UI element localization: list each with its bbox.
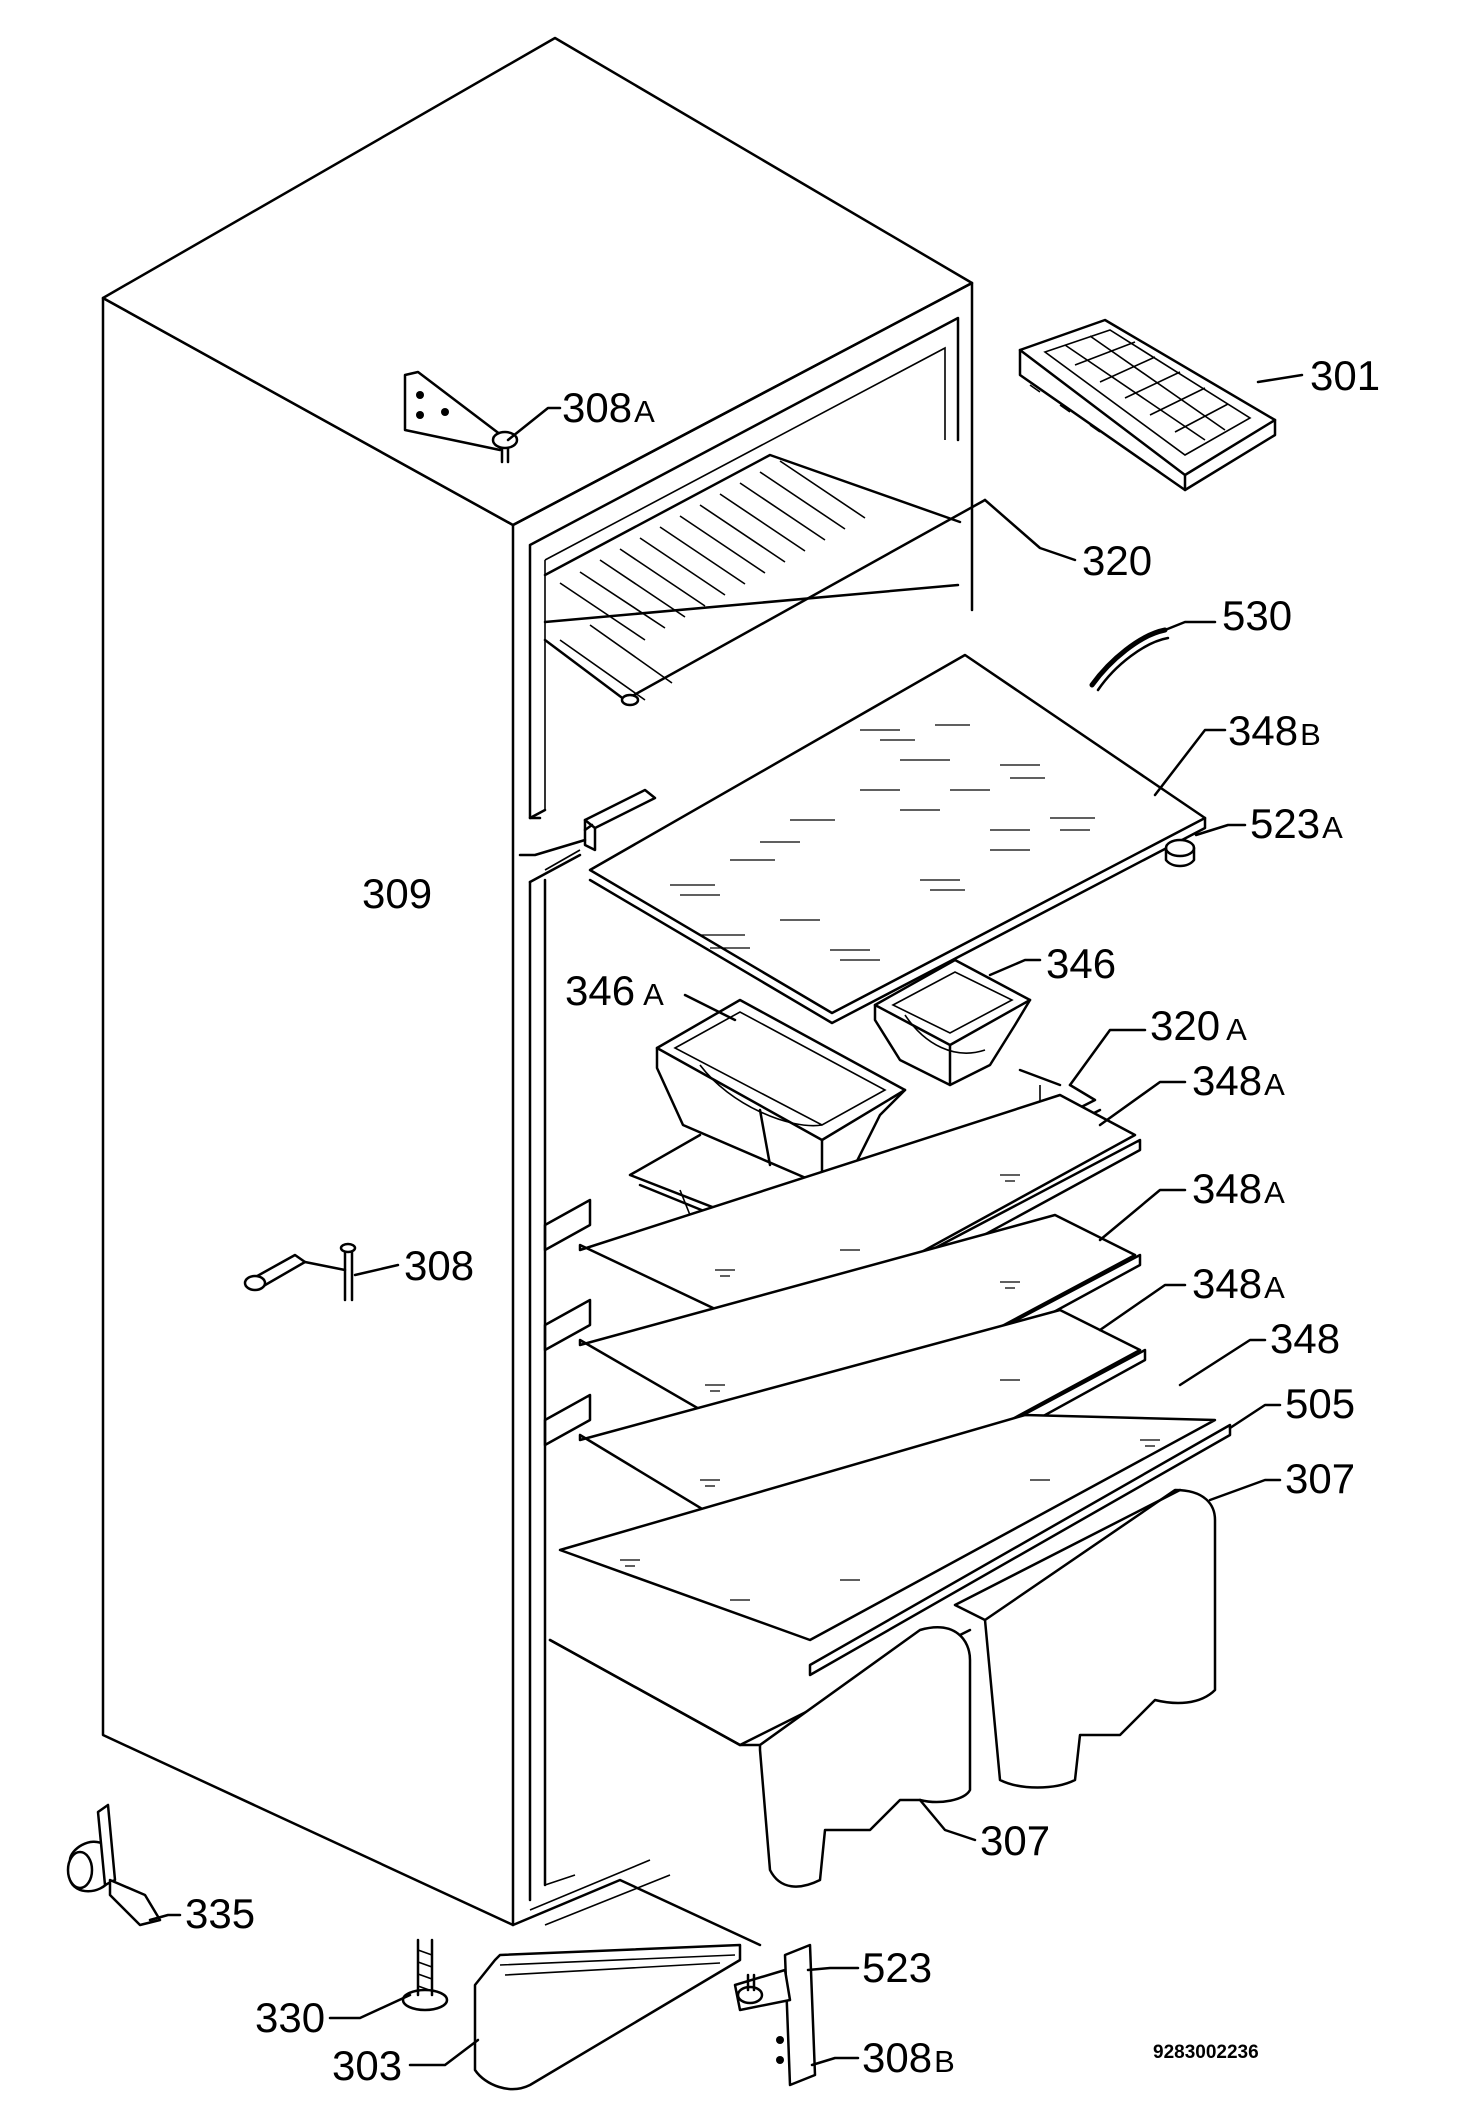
crisper-drawer-right <box>953 1488 1217 1789</box>
label-348b: 348B <box>1228 707 1321 754</box>
leader-308a <box>506 406 562 442</box>
leader-348a-2 <box>1098 1188 1187 1242</box>
fridge-compartment <box>528 878 547 1902</box>
leader-330 <box>328 1993 412 2020</box>
label-348: 348 <box>1270 1315 1340 1362</box>
document-code: 9283002236 <box>1153 2042 1259 2063</box>
label-335: 335 <box>185 1890 255 1937</box>
leader-348b <box>1153 728 1227 797</box>
glass-shelf-348b <box>588 653 1207 1025</box>
refrigerator-cabinet <box>101 36 974 1947</box>
door-seal-piece <box>1089 627 1170 692</box>
leader-348a-1 <box>1098 1080 1187 1127</box>
adjustable-foot <box>401 1938 449 2012</box>
freezer-wire-shelf <box>543 453 987 707</box>
compartment-divider <box>528 808 582 884</box>
label-307-lower: 307 <box>980 1817 1050 1864</box>
leader-523a <box>1194 823 1247 837</box>
middle-hinge <box>243 1242 357 1302</box>
bottom-hinge-308b <box>733 1943 817 2087</box>
label-346: 346 <box>1046 940 1116 987</box>
label-523a: 523A <box>1250 800 1343 847</box>
ice-cube-tray <box>1018 318 1277 492</box>
cabinet-front-frame <box>511 281 974 612</box>
shelf-bumper <box>1164 838 1196 868</box>
label-307-upper: 307 <box>1285 1455 1355 1502</box>
shelf-support-bracket <box>583 788 657 852</box>
crisper-drawer-left <box>548 1626 972 1888</box>
label-505: 505 <box>1285 1380 1355 1427</box>
label-348a-2: 348A <box>1192 1165 1285 1212</box>
crisper-glass-cover <box>558 1413 1217 1642</box>
label-301: 301 <box>1310 352 1380 399</box>
leader-320a <box>1068 1028 1147 1087</box>
cabinet-left-side <box>101 296 515 1927</box>
leader-348a-3 <box>1098 1283 1187 1332</box>
label-308b: 308B <box>862 2034 955 2081</box>
label-308: 308 <box>404 1242 474 1289</box>
label-348a-3: 348A <box>1192 1260 1285 1307</box>
leader-346a <box>683 993 737 1022</box>
label-330: 330 <box>255 1994 325 2041</box>
label-303: 303 <box>332 2042 402 2089</box>
cover-strip <box>808 1423 1232 1677</box>
plinth-grille <box>473 1943 742 2091</box>
leader-505 <box>1228 1403 1282 1430</box>
leader-348 <box>1178 1338 1267 1387</box>
leader-307-upper <box>1208 1478 1282 1502</box>
leader-530 <box>1163 620 1217 632</box>
bottom-hinge-335 <box>66 1803 162 1927</box>
label-320: 320 <box>1082 537 1152 584</box>
leader-301 <box>1256 373 1304 384</box>
leader-320 <box>983 498 1077 562</box>
leader-lines <box>148 373 1304 2067</box>
leader-307-lower <box>918 1798 977 1842</box>
storage-box-small <box>873 958 1032 1087</box>
top-hinge-plate <box>403 370 519 464</box>
leader-335 <box>148 1913 182 1922</box>
leader-523 <box>806 1966 860 1972</box>
leader-308b <box>810 2056 860 2067</box>
label-523: 523 <box>862 1944 932 1991</box>
label-309: 309 <box>362 870 432 917</box>
leader-308 <box>353 1263 400 1277</box>
label-348a-1: 348A <box>1192 1057 1285 1104</box>
leader-303 <box>408 2038 480 2067</box>
label-308a: 308A <box>562 384 655 431</box>
leader-309 <box>518 838 587 857</box>
leader-346 <box>988 958 1042 977</box>
label-530: 530 <box>1222 592 1292 639</box>
